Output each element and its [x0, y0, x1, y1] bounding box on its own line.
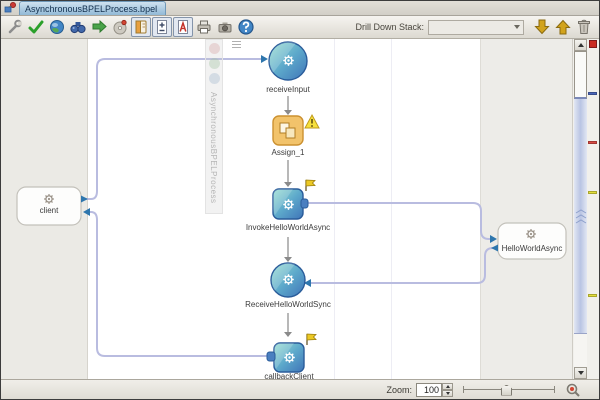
- scroll-up-button[interactable]: [574, 39, 587, 51]
- drill-down-stack-label: Drill Down Stack:: [355, 22, 424, 32]
- disc-icon[interactable]: [110, 17, 130, 37]
- canvas-guide-line: [391, 39, 392, 379]
- tab-title: AsynchronousBPELProcess.bpel: [25, 3, 158, 14]
- collapse-handle-icon[interactable]: [232, 41, 241, 48]
- vertical-scrollbar[interactable]: [572, 39, 587, 379]
- report-icon[interactable]: [173, 17, 193, 37]
- gear-icon: [282, 273, 295, 286]
- trash-icon[interactable]: [574, 17, 594, 37]
- partnerlink-label-client: client: [39, 206, 59, 215]
- document-tab-bar: AsynchronousBPELProcess.bpel: [1, 1, 599, 16]
- gear-icon: [43, 193, 55, 205]
- snapshot-camera-icon[interactable]: [215, 17, 235, 37]
- node-label-callback: callbackClient: [264, 372, 314, 381]
- zoom-slider[interactable]: [463, 383, 555, 397]
- partnerlink-out-arrow-icon: [491, 244, 498, 252]
- process-watermark-strip: AsynchronousBPELProcess: [205, 39, 223, 214]
- help-icon[interactable]: [236, 17, 256, 37]
- designer-toolbar: Drill Down Stack:: [1, 16, 599, 39]
- warning-icon: [304, 113, 320, 129]
- slider-end-tick: [463, 385, 464, 393]
- arrow-up-icon: [445, 384, 450, 388]
- node-callbackclient[interactable]: [266, 333, 317, 373]
- node-label-assign: Assign_1: [271, 148, 305, 157]
- arrow-down-icon: [445, 391, 450, 395]
- find-binoculars-icon[interactable]: [68, 17, 88, 37]
- node-label-receivesync: ReceiveHelloWorldSync: [245, 300, 331, 309]
- node-label-receiveinput: receiveInput: [266, 85, 310, 94]
- chevron-down-icon[interactable]: [510, 21, 523, 34]
- stripe-marker[interactable]: [588, 141, 597, 144]
- watermark-icon: [209, 73, 220, 84]
- scroll-down-button[interactable]: [574, 367, 587, 379]
- print-icon[interactable]: [194, 17, 214, 37]
- error-status-square[interactable]: [589, 40, 597, 48]
- arrow-down-icon: [577, 371, 584, 375]
- slider-thumb[interactable]: [501, 384, 512, 396]
- watermark-icon: [209, 43, 220, 54]
- scrollbar-thumb[interactable]: [574, 51, 587, 99]
- scrollbar-grip-icon: [575, 208, 586, 223]
- validate-check-icon[interactable]: [26, 17, 46, 37]
- wrench-icon[interactable]: [5, 17, 25, 37]
- zoom-increment-button[interactable]: [442, 382, 453, 390]
- watermark-process-name: AsynchronousBPELProcess: [209, 92, 218, 204]
- stripe-marker[interactable]: [588, 294, 597, 297]
- source-book-icon[interactable]: [131, 17, 151, 37]
- connector-client-to-receiveinput: [82, 55, 268, 200]
- gear-icon: [282, 54, 295, 67]
- zoom-decrement-button[interactable]: [442, 389, 453, 397]
- connector-partner-to-receivesync: [304, 247, 494, 287]
- process-file-icon: [4, 2, 16, 13]
- scrollbar-track-end[interactable]: [574, 333, 587, 367]
- stripe-marker[interactable]: [588, 92, 597, 95]
- gear-icon: [525, 228, 537, 240]
- node-label-invoke: InvokeHelloWorldAsync: [245, 223, 331, 232]
- stripe-marker[interactable]: [588, 191, 597, 194]
- flag-icon: [305, 179, 316, 191]
- port-stub: [266, 351, 276, 362]
- partnerlink-label-helloworldasync: HelloWorldAsync: [501, 244, 563, 253]
- watermark-icon: [209, 58, 220, 69]
- node-receivehelloworldsync[interactable]: [270, 262, 306, 298]
- variables-doc-icon[interactable]: [152, 17, 172, 37]
- drill-down-stack-combobox[interactable]: [428, 19, 524, 35]
- node-receiveinput[interactable]: [268, 41, 308, 81]
- drill-down-arrow-icon[interactable]: [532, 17, 552, 37]
- process-canvas: AsynchronousBPELProcess receiveInput Ass…: [1, 39, 599, 381]
- partnerlink-client[interactable]: [16, 186, 88, 226]
- partnerlink-helloworldasync[interactable]: [491, 222, 567, 260]
- gear-icon: [283, 351, 296, 364]
- partnerlink-out-arrow-icon: [81, 195, 88, 203]
- tab-asynchronous-bpel-process[interactable]: AsynchronousBPELProcess.bpel: [19, 1, 167, 15]
- scrollbar-track[interactable]: [574, 99, 587, 333]
- fit-to-window-icon[interactable]: [565, 382, 581, 398]
- flag-icon: [306, 333, 317, 345]
- partner-links-right-lane: [480, 39, 572, 379]
- error-stripe: [587, 39, 599, 379]
- status-bar: Zoom:: [1, 379, 599, 399]
- deploy-globe-icon[interactable]: [47, 17, 67, 37]
- port-stub: [300, 198, 309, 209]
- node-assign[interactable]: [272, 113, 320, 146]
- drill-up-arrow-icon[interactable]: [553, 17, 573, 37]
- gear-icon: [282, 198, 295, 211]
- zoom-spinner: [416, 382, 453, 397]
- node-invokehelloworldasync[interactable]: [272, 179, 316, 220]
- zoom-label: Zoom:: [386, 384, 412, 395]
- refresh-green-icon[interactable]: [89, 17, 109, 37]
- zoom-value-input[interactable]: [416, 382, 442, 397]
- slider-end-tick: [554, 385, 555, 393]
- arrow-up-icon: [577, 43, 584, 47]
